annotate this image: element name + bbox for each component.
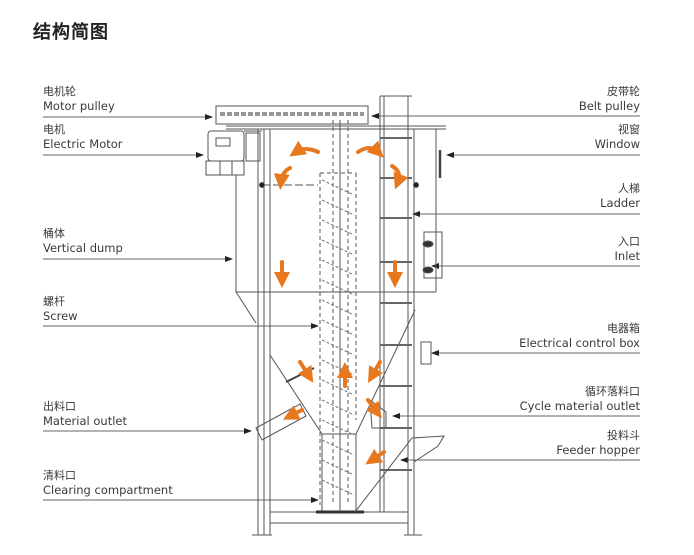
label-en: Electric Motor	[43, 137, 123, 151]
label-zh: 视窗	[618, 123, 640, 136]
cone-left-outer	[235, 291, 257, 324]
flow-arrow-cone-left	[297, 360, 314, 383]
inlet-clamp-top	[422, 240, 434, 248]
flow-arrow-feed	[365, 448, 386, 465]
diagram-title: 结构简图	[33, 22, 109, 43]
belt-cover	[215, 105, 369, 125]
label-zh: 循环落料口	[585, 385, 640, 398]
label-en: Screw	[43, 309, 78, 323]
label-en: Inlet	[614, 249, 640, 263]
flow-arrow-curve-right	[390, 164, 409, 190]
cone-left	[269, 354, 323, 512]
label-en: Window	[594, 137, 640, 151]
ladder-rungs	[380, 137, 412, 471]
label-zh: 电机	[43, 123, 65, 136]
label-en: Ladder	[600, 196, 640, 210]
flow-arrow-cone-right	[368, 360, 383, 383]
screw-flights	[321, 179, 355, 496]
inlet-clamp-bottom	[422, 266, 434, 274]
label-en: Vertical dump	[43, 241, 123, 255]
label-en: Feeder hopper	[556, 443, 640, 457]
label-vertical-dump: 桶体 Vertical dump	[43, 226, 123, 256]
cone-right	[355, 309, 416, 512]
flow-arrow-top-right	[356, 140, 384, 158]
label-window: 视窗 Window	[595, 122, 640, 152]
label-zh: 出料口	[43, 400, 76, 413]
label-ladder: 人梯 Ladder	[600, 181, 640, 211]
label-clearing-compartment: 清料口 Clearing compartment	[43, 468, 173, 498]
label-belt-pulley: 皮带轮 Belt pulley	[579, 84, 640, 114]
label-electric-motor: 电机 Electric Motor	[43, 122, 123, 152]
label-zh: 螺杆	[43, 295, 65, 308]
label-zh: 电机轮	[43, 85, 76, 98]
flow-arrow-outlet	[282, 405, 304, 420]
screw-tube	[319, 120, 357, 505]
label-feeder-hopper: 投料斗 Feeder hopper	[556, 428, 640, 458]
label-zh: 清料口	[43, 469, 76, 482]
flow-arrow-curve-left	[273, 166, 292, 190]
label-material-outlet: 出料口 Material outlet	[43, 399, 127, 429]
inlet	[423, 231, 443, 279]
electrical-control-box	[420, 341, 432, 365]
leader-lines-right	[371, 113, 640, 463]
machine-body	[205, 95, 446, 536]
flow-arrow-top-left	[289, 140, 320, 157]
label-zh: 电器箱	[607, 322, 640, 335]
label-en: Material outlet	[43, 414, 127, 428]
label-en: Cycle material outlet	[519, 399, 640, 413]
label-en: Clearing compartment	[43, 483, 173, 497]
label-zh: 投料斗	[607, 429, 640, 442]
label-cycle-material-outlet: 循环落料口 Cycle material outlet	[520, 384, 640, 414]
label-screw: 螺杆 Screw	[43, 294, 78, 324]
leader-lines-left	[43, 114, 319, 503]
label-zh: 桶体	[43, 227, 65, 240]
label-inlet: 入口 Inlet	[615, 234, 640, 264]
label-en: Belt pulley	[578, 99, 640, 113]
label-zh: 皮带轮	[607, 85, 640, 98]
label-motor-pulley: 电机轮 Motor pulley	[43, 84, 115, 114]
label-electrical-control-box: 电器箱 Electrical control box	[519, 321, 640, 351]
feeder-hopper	[354, 435, 445, 513]
label-en: Motor pulley	[43, 99, 115, 113]
label-zh: 入口	[618, 235, 640, 248]
flow-arrows	[273, 140, 409, 465]
flow-arrow-cycle	[365, 398, 382, 419]
label-en: Electrical control box	[519, 336, 640, 350]
label-zh: 人梯	[618, 182, 640, 195]
